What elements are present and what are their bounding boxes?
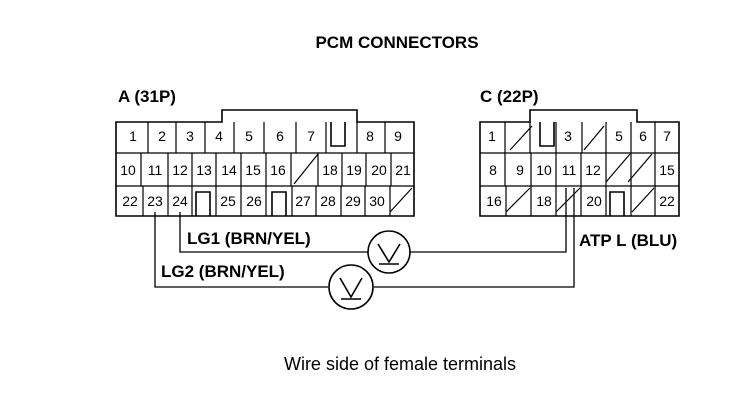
- diagram-title: PCM CONNECTORS: [315, 33, 478, 52]
- pin-a27: 27: [295, 193, 311, 209]
- pin-c7: 7: [663, 128, 671, 144]
- pin-a21: 21: [395, 162, 411, 178]
- pin-a1: 1: [129, 128, 137, 144]
- voltmeter-1-circle: [367, 230, 411, 274]
- pin-a22: 22: [122, 193, 138, 209]
- voltmeter-2-circle: [328, 264, 374, 310]
- pin-a9: 9: [394, 128, 402, 144]
- pin-c1: 1: [488, 128, 496, 144]
- connector-c: 1 3 5 6 7 8 9 10 11 12 15 16 18 20 22: [479, 109, 680, 217]
- pin-a11: 11: [148, 162, 163, 178]
- pin-a8: 8: [366, 128, 374, 144]
- connector-a-empty-17: [293, 153, 319, 185]
- pin-c8: 8: [489, 162, 497, 178]
- pin-c20: 20: [586, 193, 602, 209]
- pin-c9: 9: [516, 162, 524, 178]
- wire-label-lg1: LG1 (BRN/YEL): [187, 229, 311, 248]
- pin-a24: 24: [172, 193, 188, 209]
- pin-c22: 22: [659, 193, 675, 209]
- pin-a4: 4: [215, 128, 223, 144]
- connector-a-label: A (31P): [118, 87, 176, 106]
- wire-lg1-to-meter: [179, 212, 368, 253]
- pin-a25: 25: [220, 193, 236, 209]
- pin-c16: 16: [486, 193, 502, 209]
- connector-c-empty-cells: [505, 125, 655, 213]
- connector-c-label: C (22P): [480, 87, 539, 106]
- connector-a: 1 2 3 4 5 6 7 8 9 10 11 12 13 14 15 16 1…: [115, 109, 415, 217]
- pin-a3: 3: [186, 128, 194, 144]
- pin-a5: 5: [245, 128, 253, 144]
- pin-a19: 19: [346, 162, 362, 178]
- pin-a12: 12: [172, 162, 188, 178]
- wire-meter2-to-atp: [374, 188, 575, 288]
- pin-c12: 12: [585, 162, 601, 178]
- pin-a7: 7: [307, 128, 315, 144]
- pin-a6: 6: [276, 128, 284, 144]
- voltmeter-1: [367, 230, 411, 274]
- connector-a-grid: [116, 122, 414, 216]
- connector-a-notch-1: [195, 191, 211, 216]
- pin-c3: 3: [564, 128, 572, 144]
- pin-a30: 30: [369, 193, 385, 209]
- pin-a28: 28: [320, 193, 336, 209]
- connector-c-pins: 1 3 5 6 7 8 9 10 11 12 15 16 18 20 22: [486, 128, 675, 209]
- voltmeter-1-symbol: [377, 243, 401, 264]
- connector-c-notch: [609, 191, 625, 216]
- pin-c11: 11: [562, 162, 577, 178]
- connector-a-latch: [330, 122, 346, 147]
- pin-c15: 15: [659, 162, 675, 178]
- connector-c-grid: [480, 122, 679, 216]
- connector-a-empty-31: [389, 187, 413, 213]
- wire-label-atp: ATP L (BLU): [579, 231, 677, 250]
- pin-a16: 16: [270, 162, 286, 178]
- pin-c10: 10: [536, 162, 552, 178]
- connector-c-latch: [539, 122, 555, 147]
- wire-label-lg2: LG2 (BRN/YEL): [161, 262, 285, 281]
- pin-a2: 2: [158, 128, 166, 144]
- pin-a29: 29: [345, 193, 361, 209]
- pin-a26: 26: [246, 193, 262, 209]
- voltmeter-2-symbol: [339, 277, 363, 299]
- connector-a-notch-2: [271, 191, 287, 216]
- pin-c6: 6: [639, 128, 647, 144]
- pin-a18: 18: [322, 162, 338, 178]
- voltmeter-2: [328, 264, 374, 310]
- pin-c5: 5: [615, 128, 623, 144]
- connector-c-housing: [479, 109, 680, 217]
- pin-a13: 13: [196, 162, 212, 178]
- pin-a15: 15: [245, 162, 261, 178]
- pin-a23: 23: [147, 193, 163, 209]
- diagram-caption: Wire side of female terminals: [284, 354, 516, 374]
- pin-a14: 14: [221, 162, 237, 178]
- pin-a20: 20: [371, 162, 387, 178]
- pin-a10: 10: [120, 162, 136, 178]
- connector-a-pins: 1 2 3 4 5 6 7 8 9 10 11 12 13 14 15 16 1…: [120, 128, 411, 209]
- pin-c18: 18: [536, 193, 552, 209]
- wire-meter1-to-atp: [410, 188, 567, 253]
- wire-lg2-to-meter: [154, 212, 328, 288]
